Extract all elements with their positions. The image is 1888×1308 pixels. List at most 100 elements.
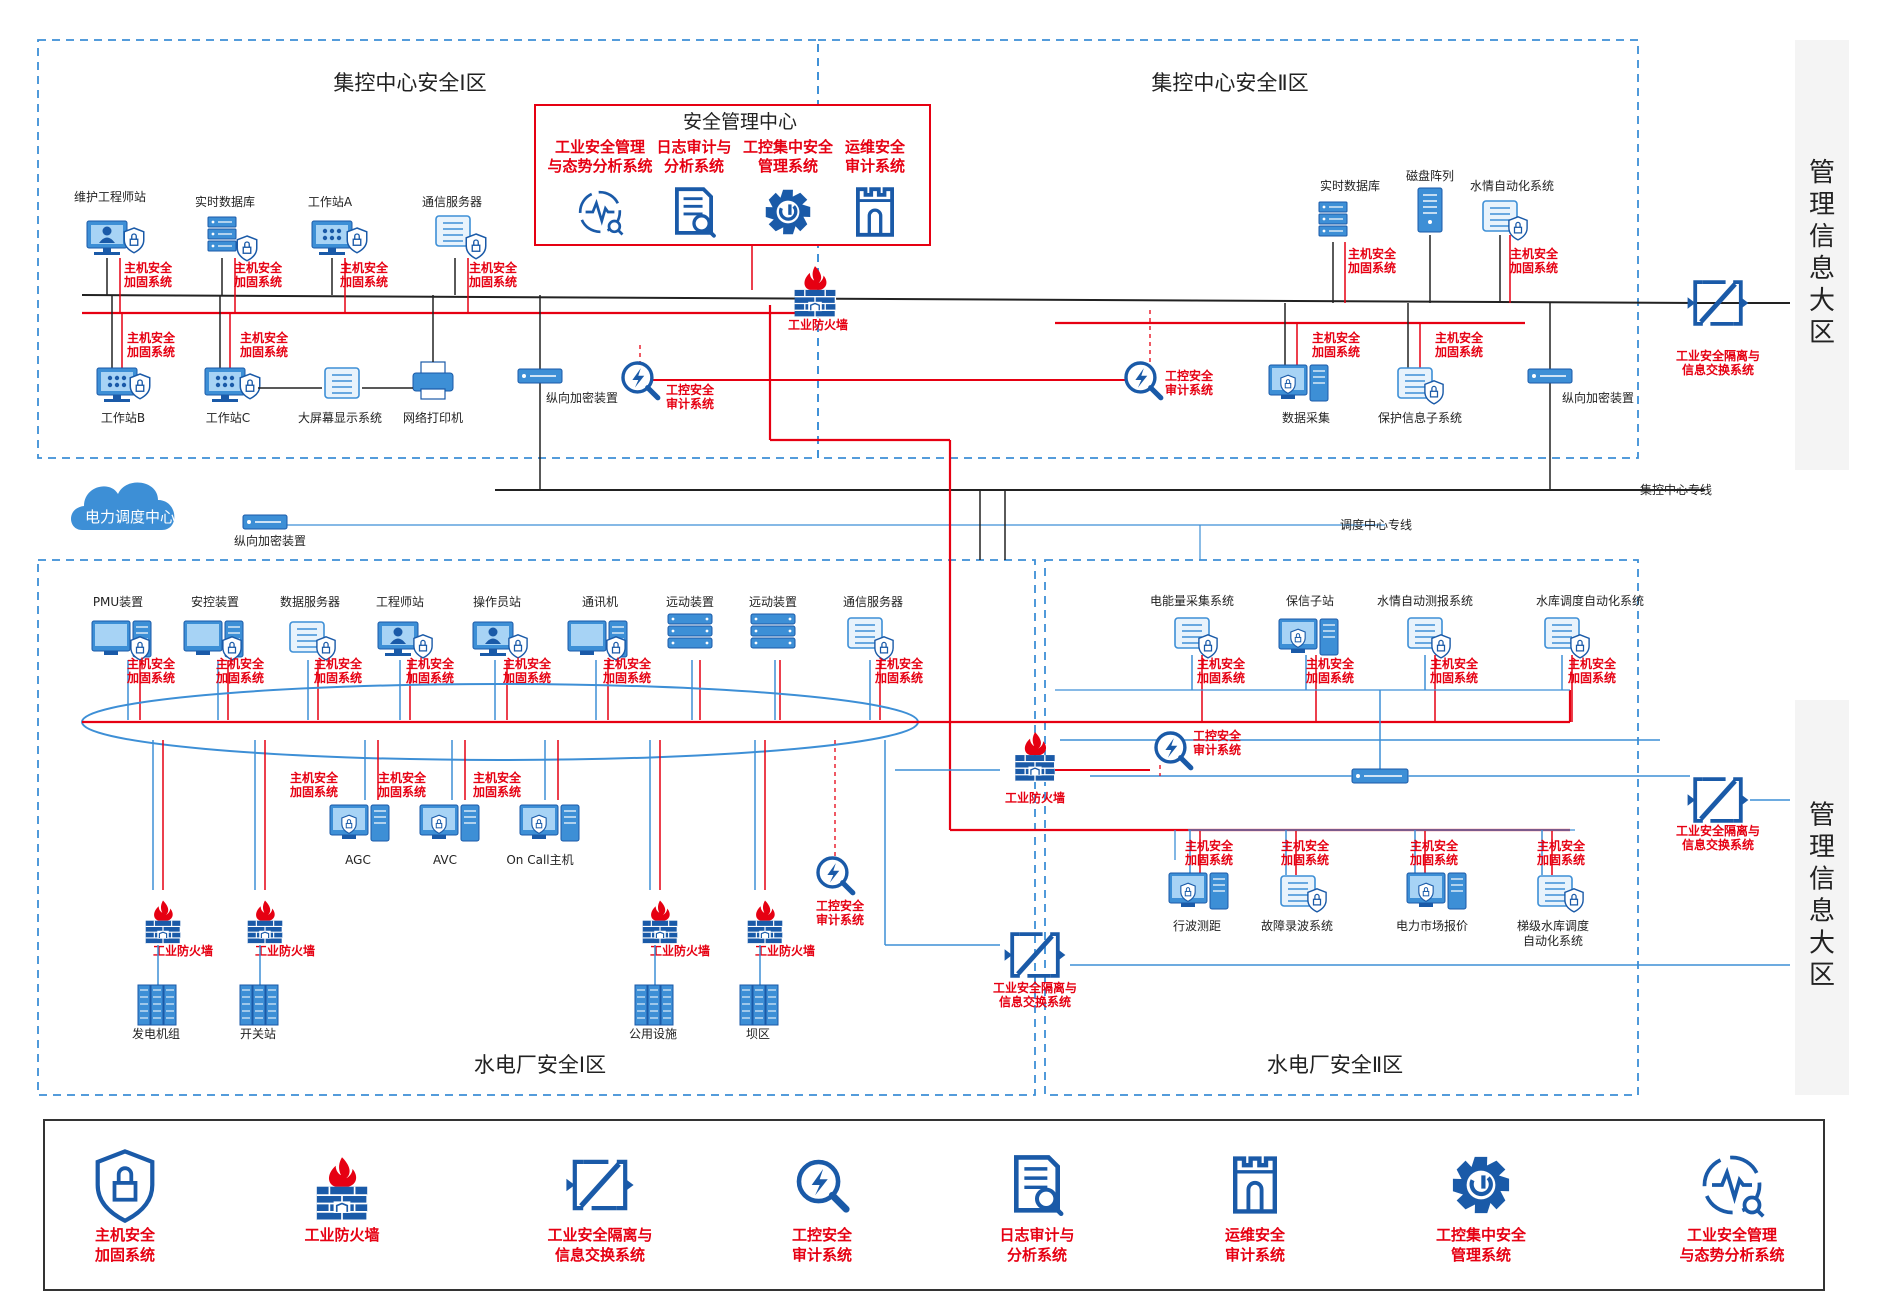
isolation-icon — [1004, 932, 1066, 978]
isolation-label: 工业安全隔离与 — [1676, 348, 1760, 363]
firewall-icon — [642, 900, 678, 945]
firewall-icon — [247, 900, 283, 945]
lock-shield-icon — [346, 227, 368, 254]
wave-distance-icon — [1168, 872, 1229, 910]
firewall-label: 工业防火墙 — [255, 943, 315, 958]
host-hardening-label: 加固系统 — [874, 670, 923, 685]
host-hardening-label: 加固系统 — [289, 784, 338, 799]
device-label: 梯级水库调度 — [1517, 918, 1589, 933]
z1-main-bus-black — [81, 294, 1701, 304]
lock-shield-icon — [1280, 374, 1296, 394]
mgmt-zone-label: 大 — [1809, 929, 1835, 959]
host-hardening-label: 主机安全 — [1430, 656, 1479, 671]
device-label: 操作员站 — [473, 594, 521, 609]
device-label: 实时数据库 — [1320, 178, 1380, 193]
realtime-db-icon — [207, 216, 237, 252]
engineer-station-icon — [377, 621, 419, 656]
device-label: 远动装置 — [749, 595, 797, 609]
device-label: 通讯机 — [582, 595, 618, 609]
legend-label: 工业安全管理 — [1687, 1226, 1777, 1244]
workstation-c-icon — [204, 367, 246, 402]
host-hardening-label: 主机安全 — [1281, 838, 1330, 853]
lock-shield-icon — [1418, 882, 1434, 902]
mgmt-zone-label: 区 — [1809, 318, 1835, 348]
host-hardening-label: 加固系统 — [1536, 852, 1585, 867]
legend-label: 运维安全 — [1225, 1226, 1286, 1244]
lock-shield-icon — [508, 634, 528, 659]
firewall-label: 工业防火墙 — [755, 943, 815, 958]
device-label: 自动化系统 — [1523, 934, 1583, 948]
device-label: 通信服务器 — [422, 194, 482, 209]
mgmt-zone-label: 大 — [1809, 286, 1835, 316]
mgmt-zone-label: 息 — [1809, 897, 1835, 927]
host-hardening-label: 主机安全 — [1435, 330, 1484, 345]
security-center-item-label: 工业安全管理 — [555, 138, 645, 156]
device-label: 行波测距 — [1173, 919, 1221, 933]
host-hardening-label: 主机安全 — [1185, 838, 1234, 853]
host-hardening-label: 主机安全 — [503, 656, 552, 671]
field-unit-icon — [239, 984, 279, 1026]
lock-shield-icon — [606, 636, 626, 661]
device-label: 网络打印机 — [403, 410, 463, 425]
host-hardening-label: 主机安全 — [1306, 656, 1355, 671]
host-hardening-label: 主机安全 — [127, 656, 176, 671]
host-hardening-label: 加固系统 — [1184, 852, 1233, 867]
vertical-encryptor-icon — [242, 514, 288, 530]
device-label: 水情自动化系统 — [1470, 179, 1554, 193]
device-label: On Call主机 — [506, 853, 573, 867]
host-hardening-label: 主机安全 — [1568, 656, 1617, 671]
mgmt-zone-panel-bottom — [1795, 700, 1849, 1095]
data-server-icon — [289, 621, 325, 653]
oncall-host-icon — [519, 804, 580, 842]
legend-item: 工业防火墙 — [304, 1157, 380, 1244]
lock-shield-icon — [123, 227, 145, 254]
host-hardening-label: 加固系统 — [1429, 670, 1478, 685]
zone-z2-title: 集控中心安全Ⅱ区 — [1151, 71, 1308, 95]
pulse-icon — [578, 190, 624, 236]
lock-shield-icon — [316, 636, 336, 661]
security-center-item-label: 审计系统 — [845, 157, 905, 175]
workstation-b-icon — [96, 367, 138, 402]
legend-label: 工控安全 — [792, 1226, 853, 1244]
legend-label: 主机安全 — [95, 1226, 156, 1244]
protection-substation-icon — [1278, 618, 1339, 656]
lock-shield-icon — [531, 814, 547, 834]
zone-z1-box — [37, 39, 819, 459]
lock-shield-icon — [95, 1149, 155, 1224]
host-hardening-label: 主机安全 — [1348, 246, 1397, 261]
host-hardening-label: 加固系统 — [468, 274, 517, 289]
host-hardening-label: 主机安全 — [340, 260, 389, 275]
host-hardening-label: 主机安全 — [875, 656, 924, 671]
device-label: 公用设施 — [629, 1027, 677, 1041]
device-label: 电能量采集系统 — [1150, 593, 1234, 608]
audit-label: 审计系统 — [1193, 742, 1241, 757]
device-label: 坝区 — [746, 1027, 770, 1041]
lock-shield-icon — [1570, 634, 1590, 659]
device-label: 发电机组 — [132, 1026, 180, 1041]
zone-z4-title: 水电厂安全Ⅱ区 — [1267, 1053, 1403, 1077]
security-center-title: 安全管理中心 — [683, 111, 797, 133]
lock-shield-icon — [129, 373, 151, 400]
device-label: 数据采集 — [1282, 410, 1330, 425]
device-label: 电力市场报价 — [1396, 918, 1468, 933]
audit-label: 审计系统 — [1165, 382, 1213, 397]
isolation-icon — [1687, 777, 1749, 823]
host-hardening-label: 加固系统 — [313, 670, 362, 685]
host-hardening-label: 主机安全 — [1197, 656, 1246, 671]
host-hardening-label: 加固系统 — [472, 784, 521, 799]
security-center-item-label: 管理系统 — [758, 157, 818, 175]
audit-label: 工控安全 — [1165, 368, 1214, 383]
firewall-label: 工业防火墙 — [788, 317, 848, 332]
zone-z3-title: 水电厂安全Ⅰ区 — [474, 1053, 606, 1077]
host-hardening-label: 加固系统 — [1280, 852, 1329, 867]
isolation-label: 工业安全隔离与 — [1676, 823, 1760, 838]
gear-icon — [765, 189, 811, 235]
device-label: 工作站A — [308, 195, 353, 209]
lock-shield-icon — [1180, 882, 1196, 902]
device-label: 工作站B — [101, 411, 145, 425]
legend-label: 信息交换系统 — [555, 1246, 645, 1264]
lock-shield-icon — [130, 636, 150, 661]
host-hardening-label: 加固系统 — [602, 670, 651, 685]
